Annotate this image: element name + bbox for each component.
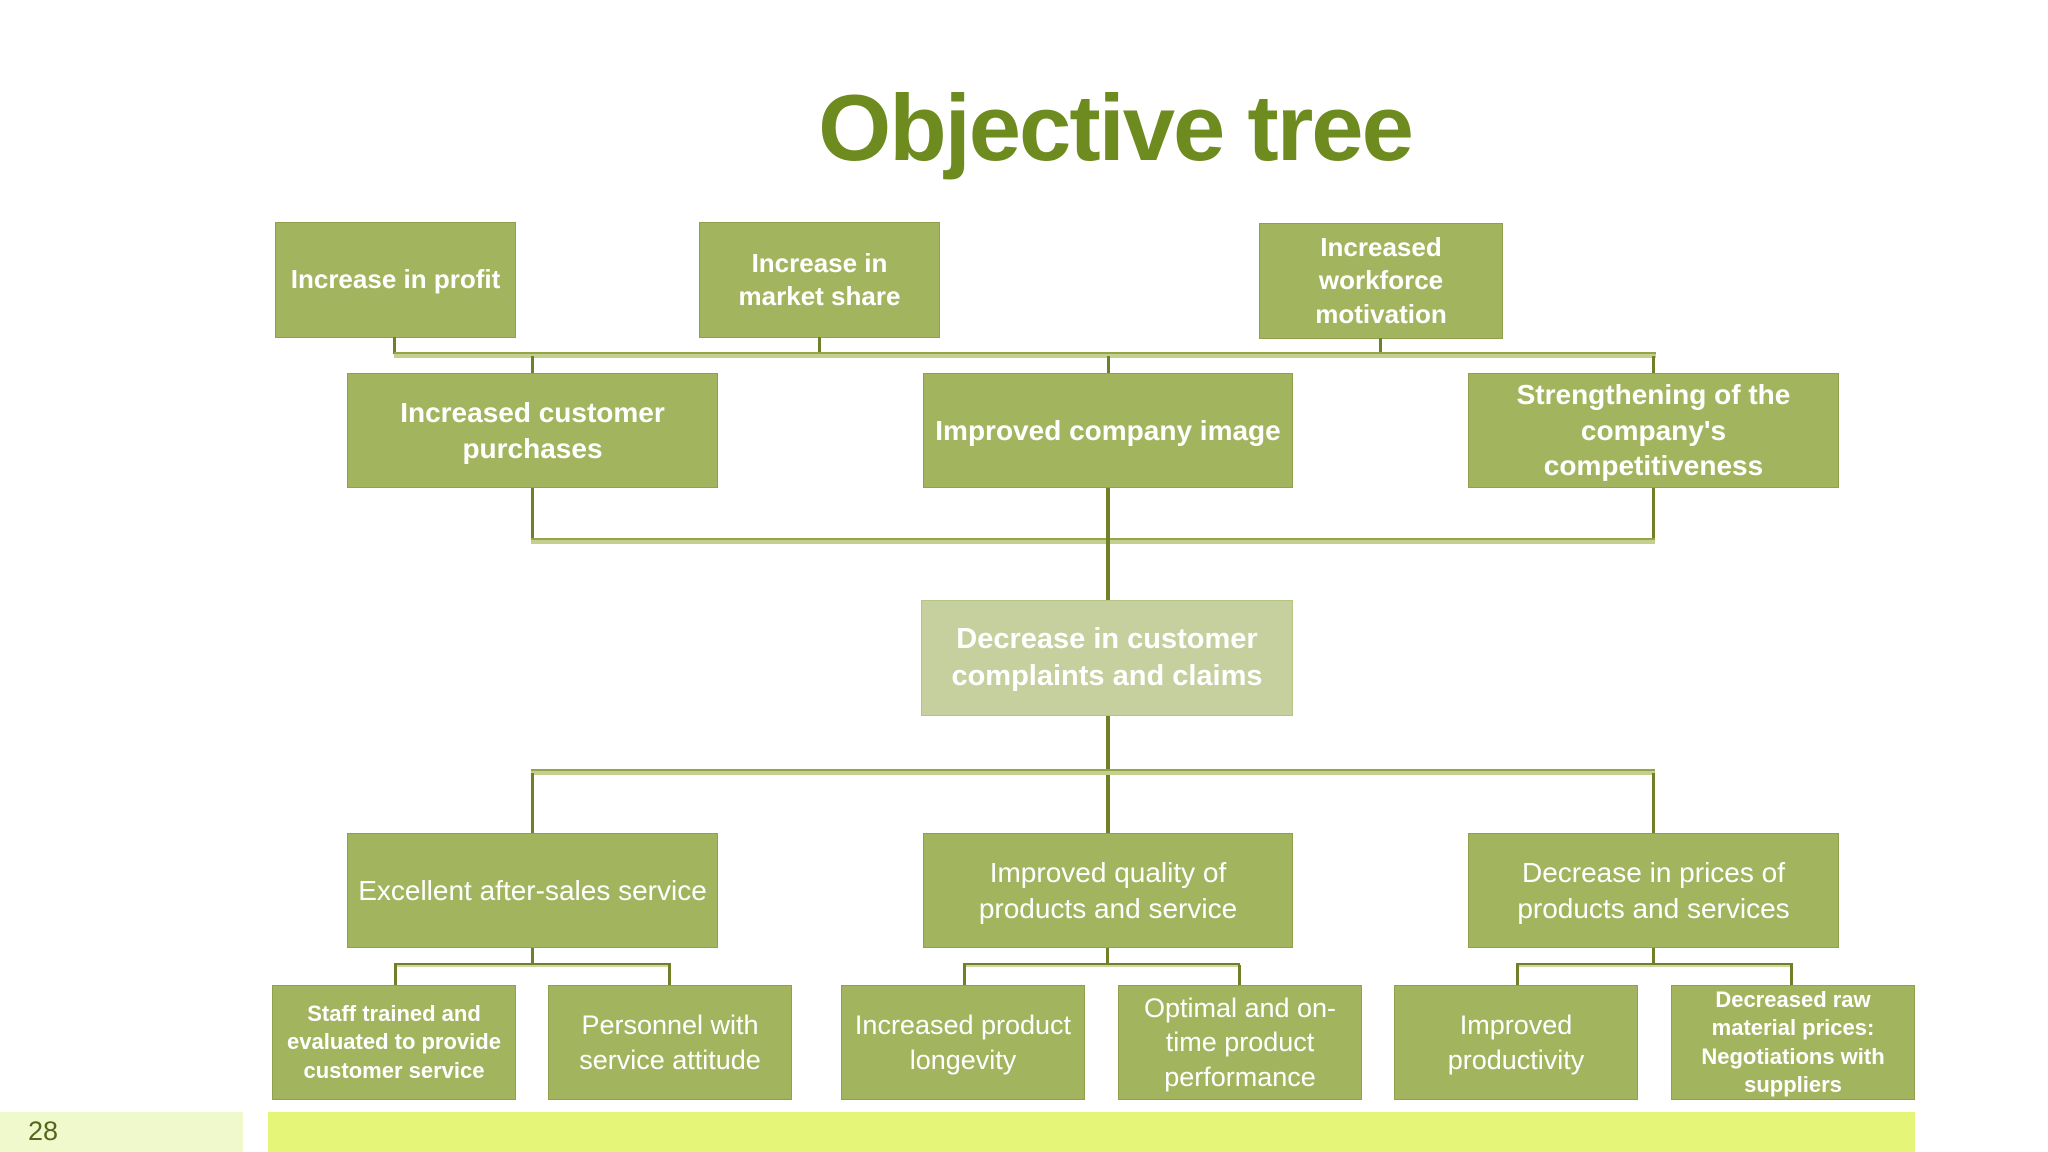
connector-line	[394, 352, 1656, 358]
connector-line	[393, 337, 396, 354]
node-decrease-customer-complaints: Decrease in customer complaints and clai…	[921, 600, 1293, 716]
page-number: 28	[28, 1116, 59, 1146]
node-improved-quality: Improved quality of products and service	[923, 833, 1293, 948]
connector-line	[1106, 488, 1110, 600]
footer-accent-bar	[268, 1112, 1915, 1152]
node-increased-workforce-motivation: Increased workforce motivation	[1259, 223, 1503, 339]
connector-line	[1238, 965, 1241, 985]
connector-line	[531, 948, 534, 965]
connector-line	[531, 356, 534, 374]
node-increase-in-profit: Increase in profit	[275, 222, 516, 338]
node-improved-company-image: Improved company image	[923, 373, 1293, 488]
node-decreased-raw-material-prices: Decreased raw material prices: Negotiati…	[1671, 985, 1915, 1100]
node-optimal-on-time-performance: Optimal and on-time product performance	[1118, 985, 1362, 1100]
connector-line	[1652, 773, 1655, 833]
node-excellent-after-sales-service: Excellent after-sales service	[347, 833, 718, 948]
node-decrease-in-prices: Decrease in prices of products and servi…	[1468, 833, 1839, 948]
node-increased-product-longevity: Increased product longevity	[841, 985, 1085, 1100]
node-improved-productivity: Improved productivity	[1394, 985, 1638, 1100]
node-staff-trained: Staff trained and evaluated to provide c…	[272, 985, 516, 1100]
connector-line	[531, 488, 534, 540]
connector-line	[818, 337, 821, 354]
connector-line	[1516, 963, 1793, 967]
connector-line	[963, 965, 966, 985]
connector-line	[1107, 356, 1110, 374]
footer-page-strip	[0, 1112, 243, 1152]
connector-line	[531, 773, 534, 833]
connector-line	[1652, 948, 1655, 965]
connector-line	[668, 965, 671, 985]
slide-title: Objective tree	[818, 75, 1414, 180]
connector-line	[531, 538, 1655, 544]
connector-line	[394, 963, 671, 967]
connector-line	[531, 769, 1655, 775]
node-increase-in-market-share: Increase in market share	[699, 222, 940, 338]
connector-line	[1379, 338, 1382, 354]
connector-line	[1106, 948, 1109, 965]
connector-line	[394, 965, 397, 985]
connector-line	[1790, 965, 1793, 985]
connector-line	[1652, 356, 1655, 374]
node-strengthening-competitiveness: Strengthening of the company's competiti…	[1468, 373, 1839, 488]
node-increased-customer-purchases: Increased customer purchases	[347, 373, 718, 488]
connector-line	[963, 963, 1240, 967]
node-personnel-service-attitude: Personnel with service attitude	[548, 985, 792, 1100]
connector-line	[1652, 488, 1655, 540]
connector-line	[1516, 965, 1519, 985]
